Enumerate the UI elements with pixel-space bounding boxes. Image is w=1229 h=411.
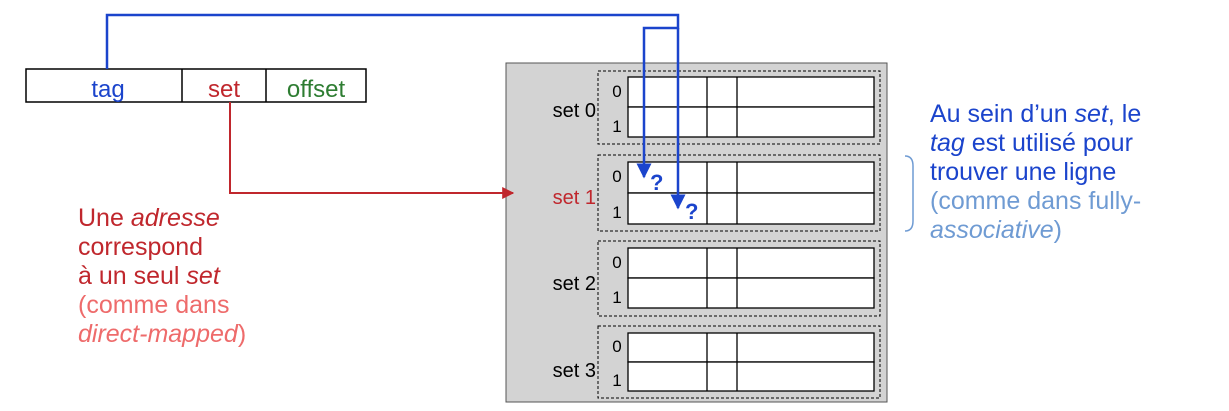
cache-line-1-1 <box>627 192 875 225</box>
note-left-line-1: Une adresse <box>78 204 220 232</box>
cache-set-3: set 3 0 1 <box>553 325 881 399</box>
cache-line-2-1 <box>627 277 875 309</box>
cache-line-2-0 <box>627 247 875 279</box>
way-label-3-0: 0 <box>612 337 621 356</box>
note-left-line-3: à un seul set <box>78 262 220 290</box>
note-right-line-3: trouver une ligne <box>930 158 1117 186</box>
tag-arrow-way-0 <box>105 13 680 179</box>
note-left-line-4: (comme dans <box>78 291 230 319</box>
cache-set-1: set 1 0 1 <box>553 154 881 232</box>
set-bracket <box>904 155 914 232</box>
set-frame-0 <box>597 70 881 145</box>
way-label-0-1: 1 <box>612 117 621 136</box>
note-set-mapping: Une adresse correspond à un seul set (co… <box>78 204 378 349</box>
address-field-set: set <box>208 76 240 103</box>
note-tag-lookup: Au sein d’un set, le tag est utilisé pou… <box>930 100 1229 245</box>
address-register: tag set offset <box>25 68 367 103</box>
address-field-tag: tag <box>91 76 124 103</box>
cache-set-2: set 2 0 1 <box>553 240 881 317</box>
way-label-2-0: 0 <box>612 253 621 272</box>
tag-lookup-marker-1: ? <box>685 199 698 224</box>
cache-line-3-1 <box>627 361 875 392</box>
set-label-0: set 0 <box>553 100 596 122</box>
set-label-2: set 2 <box>553 273 596 295</box>
way-label-2-1: 1 <box>612 288 621 307</box>
cache-set-0: set 0 0 1 <box>553 70 881 145</box>
note-left-line-2: correspond <box>78 233 204 261</box>
cache-line-3-0 <box>627 332 875 363</box>
way-label-0-0: 0 <box>612 82 621 101</box>
cache-line-0-1 <box>627 106 875 138</box>
set-frame-1 <box>597 154 881 232</box>
way-label-1-0: 0 <box>612 167 621 186</box>
note-right-line-2: tag est utilisé pour <box>930 129 1133 157</box>
tag-lookup-marker-0: ? <box>650 170 663 195</box>
note-right-line-4: (comme dans fully- <box>930 187 1142 215</box>
set-frame-2 <box>597 240 881 317</box>
address-field-offset: offset <box>287 76 346 103</box>
set-frame-3 <box>597 325 881 399</box>
cache-line-1-0 <box>627 161 875 194</box>
set-label-3: set 3 <box>553 360 596 382</box>
note-right-line-1: Au sein d’un set, le <box>930 100 1142 128</box>
way-label-1-1: 1 <box>612 203 621 222</box>
set-index-arrow <box>229 102 515 199</box>
note-left-line-5: direct-mapped) <box>78 320 247 348</box>
note-right-line-5: associative) <box>930 216 1062 244</box>
cache-line-0-0 <box>627 76 875 108</box>
way-label-3-1: 1 <box>612 371 621 390</box>
set-label-1: set 1 <box>553 187 596 209</box>
